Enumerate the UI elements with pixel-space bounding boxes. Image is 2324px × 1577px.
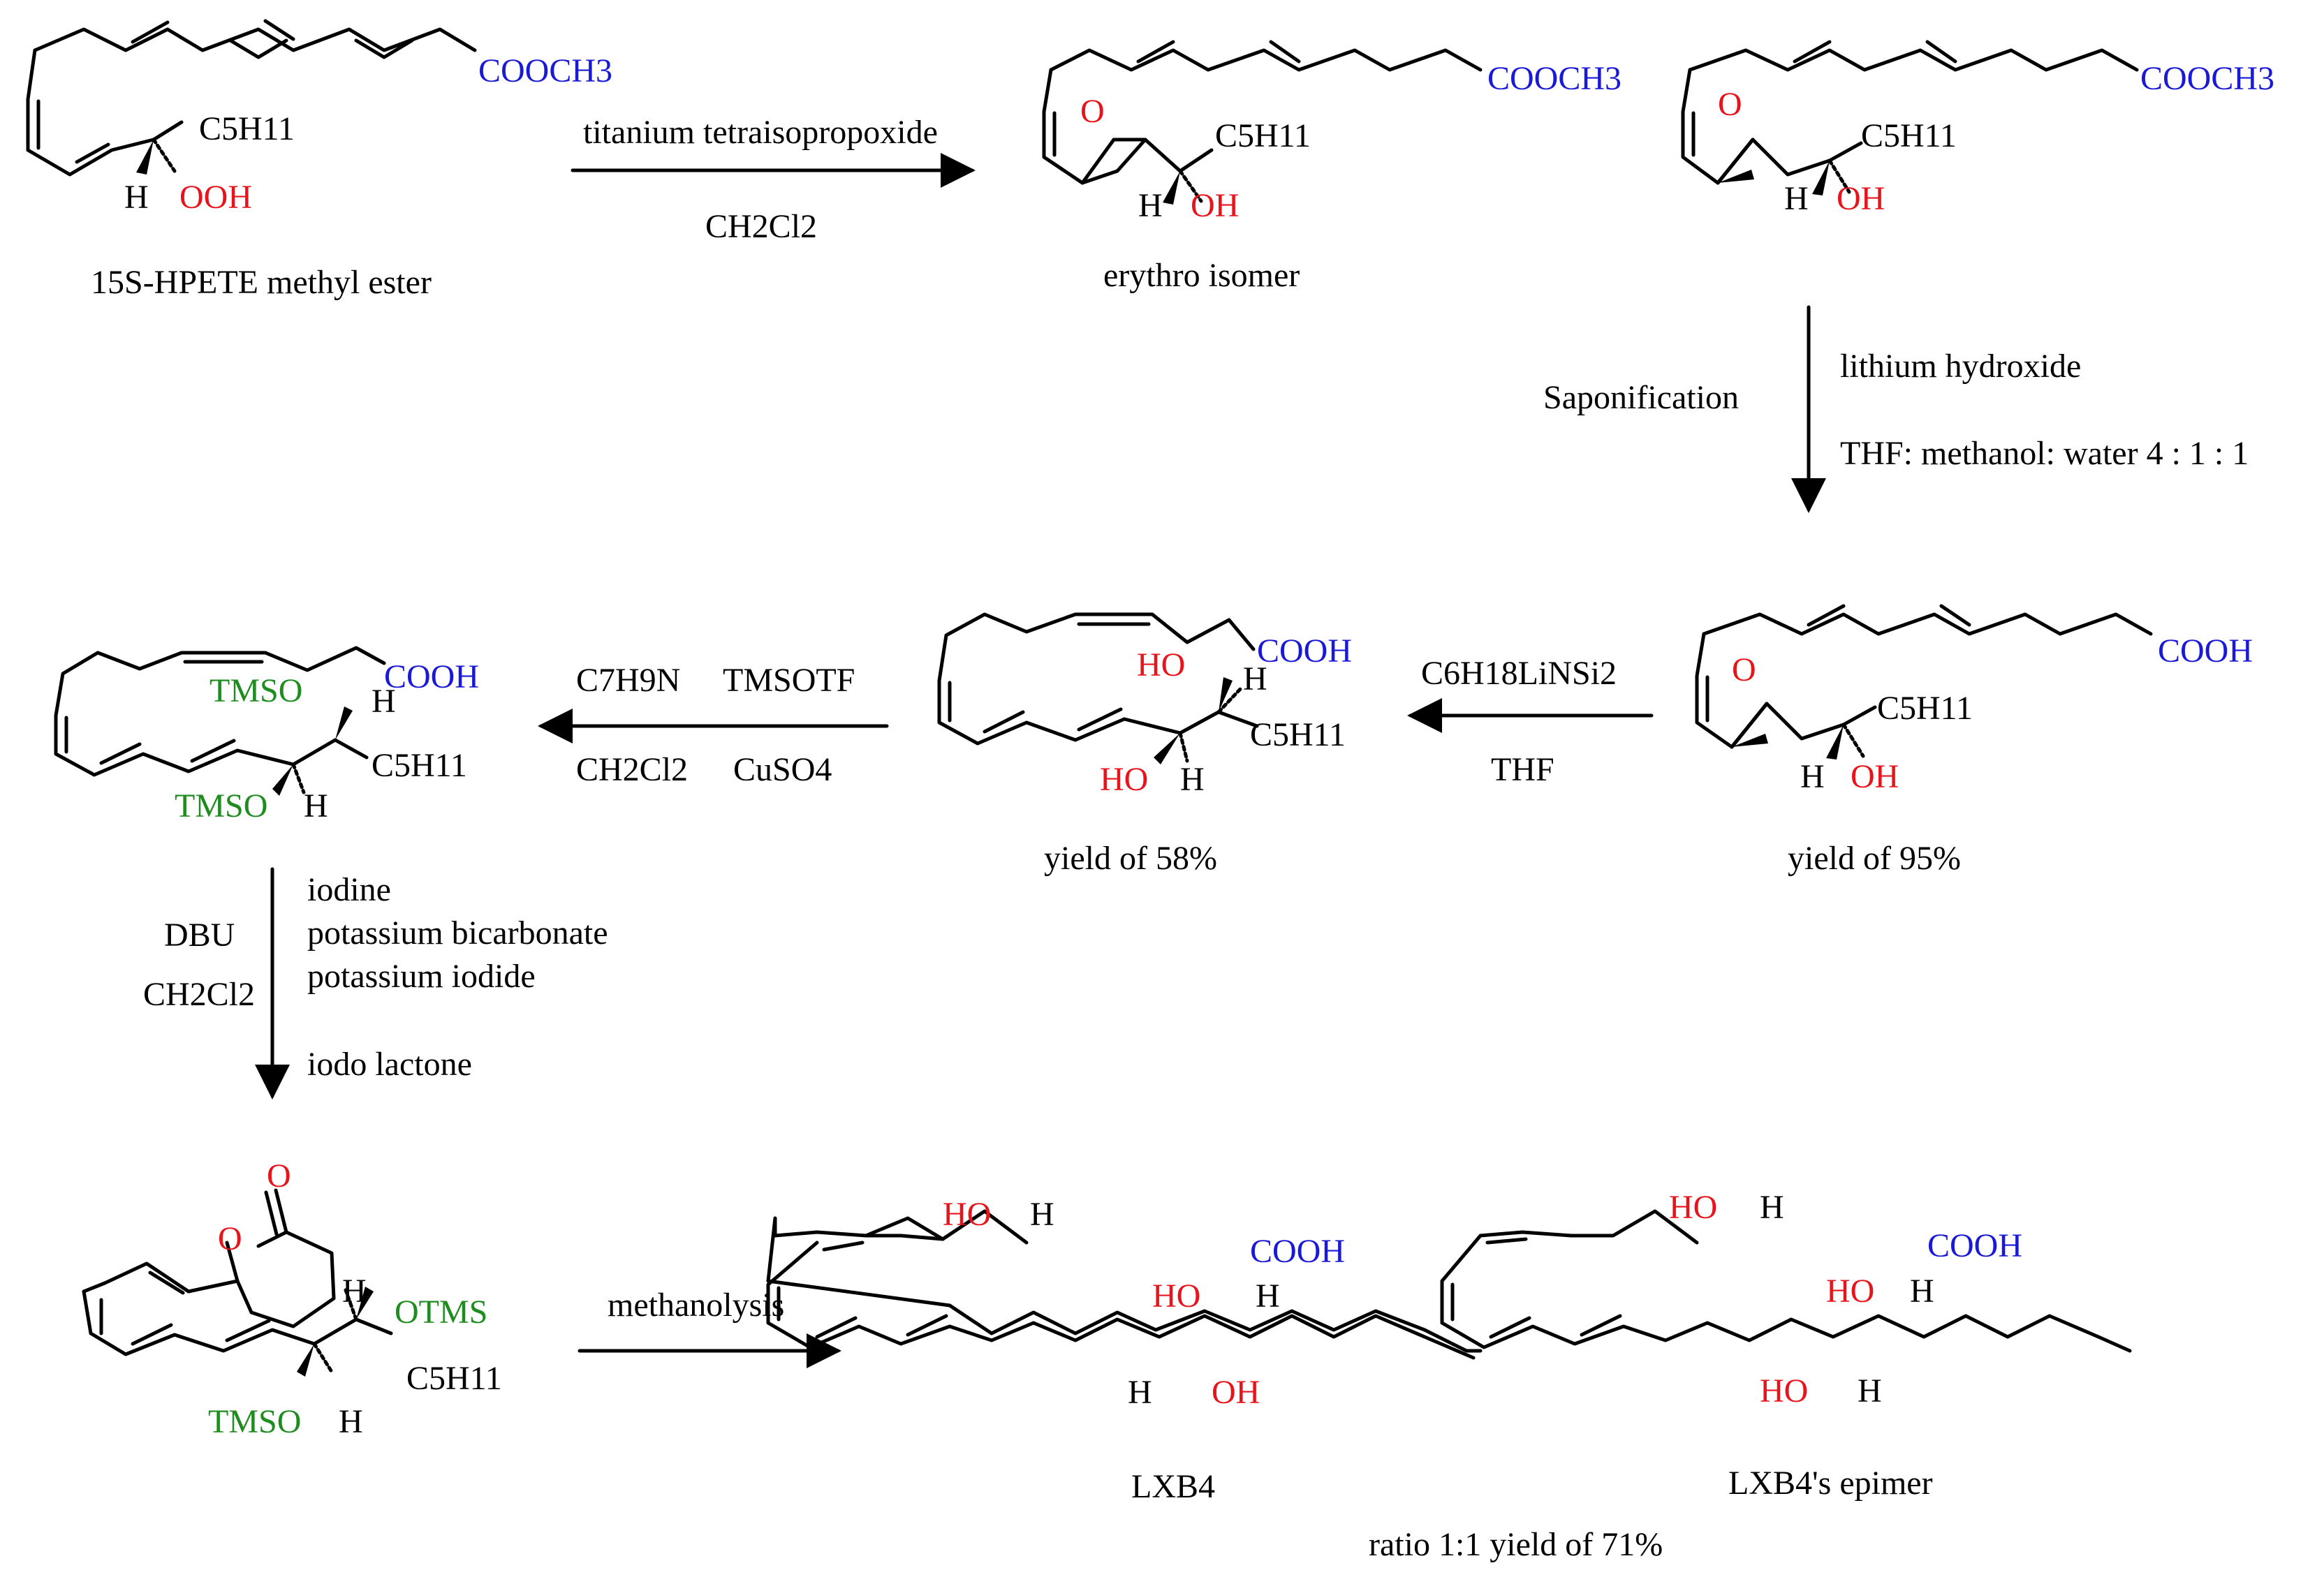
molecule-diol: COOH HO H C5H11 HO H yield of 58% <box>937 612 1352 877</box>
alkyl-label: C5H11 <box>199 110 295 147</box>
reagent-label: C6H18LiNSi2 <box>1421 655 1617 692</box>
hydroxy-label: OH <box>1837 180 1885 217</box>
h-label-lower: H <box>1180 761 1205 798</box>
yield-caption: yield of 95% <box>1788 840 1961 877</box>
h-label-1: H <box>1030 1196 1054 1233</box>
alkyl-label: C5H11 <box>406 1360 502 1397</box>
intermediate-label: iodo lactone <box>307 1046 472 1083</box>
molecule-lxb4: HO H COOH HO H H OH LXB4 <box>766 1196 1483 1505</box>
reagent-label-2: potassium bicarbonate <box>307 915 608 952</box>
alkyl-label: C5H11 <box>1861 117 1957 154</box>
solvent-label: THF <box>1491 751 1554 788</box>
wedge-bond <box>136 140 154 175</box>
h-label-3: H <box>1858 1372 1882 1409</box>
solvent-label: THF: methanol: water 4 : 1 : 1 <box>1840 435 2249 472</box>
epoxide-oxygen: O <box>1732 651 1756 688</box>
h-label-3: H <box>1128 1374 1152 1411</box>
hydroxy-label: OH <box>1851 758 1899 795</box>
ester-label: COOCH3 <box>2140 60 2274 97</box>
molecule-caption: LXB4 <box>1131 1468 1215 1505</box>
molecule-caption: 15S-HPETE methyl ester <box>91 264 432 301</box>
yield-caption: yield of 58% <box>1044 840 1217 877</box>
hydroxy-label-3: HO <box>1760 1372 1808 1409</box>
hydroxy-label-lower: HO <box>1100 761 1148 798</box>
molecule-silyl: COOH TMSO H C5H11 TMSO H <box>54 646 479 824</box>
epoxide-oxygen: O <box>1080 93 1105 130</box>
reaction-arrow-1: titanium tetraisopropoxide CH2Cl2 <box>571 114 976 245</box>
reagent-label: titanium tetraisopropoxide <box>583 114 938 151</box>
reagent-label-1: C7H9N <box>576 662 680 699</box>
acid-label: COOH <box>1257 632 1352 669</box>
h-label-upper: H <box>1243 660 1267 697</box>
reaction-arrow-6: methanolysis <box>578 1287 841 1368</box>
solvent-label: CH2Cl2 <box>705 208 817 245</box>
hydroxy-label-1: HO <box>1669 1189 1717 1226</box>
additive-label: CuSO4 <box>733 751 832 788</box>
molecule-threo: O COOCH3 C5H11 H OH <box>1681 40 2274 217</box>
solvent-label: CH2Cl2 <box>576 751 688 788</box>
hydroxy-label-upper: HO <box>1137 646 1185 683</box>
silyl-ether-label-lower: TMSO <box>175 787 267 824</box>
acid-label: COOH <box>1927 1227 2022 1264</box>
hydroxy-label-2: HO <box>1826 1273 1874 1310</box>
h-label-1: H <box>1760 1189 1784 1226</box>
h-label-upper: H <box>372 683 396 720</box>
base-label: DBU <box>164 917 235 954</box>
reaction-arrow-5: DBU CH2Cl2 iodine potassium bicarbonate … <box>143 867 608 1100</box>
alkyl-label: C5H11 <box>1877 690 1973 727</box>
reagent-label: methanolysis <box>608 1287 784 1324</box>
h-label-2: H <box>1256 1278 1280 1315</box>
h-label-2: H <box>1910 1273 1934 1310</box>
molecule-erythro: O COOCH3 C5H11 H OH erythro isomer <box>1042 40 1621 294</box>
ester-label: COOCH3 <box>478 52 612 89</box>
reaction-arrow-2: Saponification lithium hydroxide THF: me… <box>1543 305 2249 513</box>
reagent-label-2: TMSOTF <box>723 662 855 699</box>
hydroxy-label-2: HO <box>1152 1278 1200 1315</box>
molecule-lactone: O O H OTMS C5H11 TMSO H <box>82 1157 502 1440</box>
carbonyl-oxygen: O <box>267 1157 291 1194</box>
molecule-hpete: COOCH3 C5H11 H OOH 15S-HPETE methyl este… <box>26 19 612 301</box>
alkyl-label: C5H11 <box>372 747 467 784</box>
silyl-ether-label-lower: TMSO <box>208 1403 301 1440</box>
epoxide-oxygen: O <box>1718 86 1742 123</box>
molecule-lxb4-epimer: HO H COOH HO H HO H LXB4's epimer <box>1440 1189 2132 1502</box>
h-label: H <box>1784 180 1809 217</box>
acid-label: COOH <box>2158 632 2253 669</box>
molecule-caption: LXB4's epimer <box>1728 1465 1933 1502</box>
reaction-arrow-4: C7H9N TMSOTF CH2Cl2 CuSO4 <box>538 662 889 788</box>
hydroperoxy-label: OOH <box>179 179 252 216</box>
reagent-label-3: potassium iodide <box>307 958 536 995</box>
ratio-yield-label: ratio 1:1 yield of 71% <box>1369 1526 1663 1563</box>
acid-label: COOH <box>1250 1233 1345 1270</box>
alkyl-label: C5H11 <box>1250 716 1346 753</box>
h-label-lower: H <box>304 787 328 824</box>
alkyl-label: C5H11 <box>1215 117 1311 154</box>
hydroxy-label-3: OH <box>1212 1374 1260 1411</box>
hydroxy-label-1: HO <box>943 1196 991 1233</box>
silyl-ether-label-upper: OTMS <box>395 1294 487 1331</box>
reaction-arrow-3: C6H18LiNSi2 THF <box>1407 655 1654 788</box>
molecule-acid-epoxide: O COOH C5H11 H OH yield of 95% <box>1695 604 2253 877</box>
acid-label: COOH <box>384 658 479 695</box>
hydroxy-label: OH <box>1191 187 1239 224</box>
reaction-type-label: Saponification <box>1543 379 1739 416</box>
h-label-lower: H <box>339 1403 363 1440</box>
solvent-label: CH2Cl2 <box>143 976 255 1013</box>
ester-label: COOCH3 <box>1487 60 1621 97</box>
ring-oxygen: O <box>218 1220 242 1257</box>
silyl-ether-label-upper: TMSO <box>209 672 302 709</box>
molecule-caption: erythro isomer <box>1103 257 1300 294</box>
h-label: H <box>1138 187 1163 224</box>
h-label: H <box>1800 758 1825 795</box>
h-label-upper: H <box>342 1273 367 1310</box>
reagent-label-1: iodine <box>307 871 391 908</box>
reagent-label: lithium hydroxide <box>1840 348 2081 385</box>
h-label: H <box>124 179 149 216</box>
